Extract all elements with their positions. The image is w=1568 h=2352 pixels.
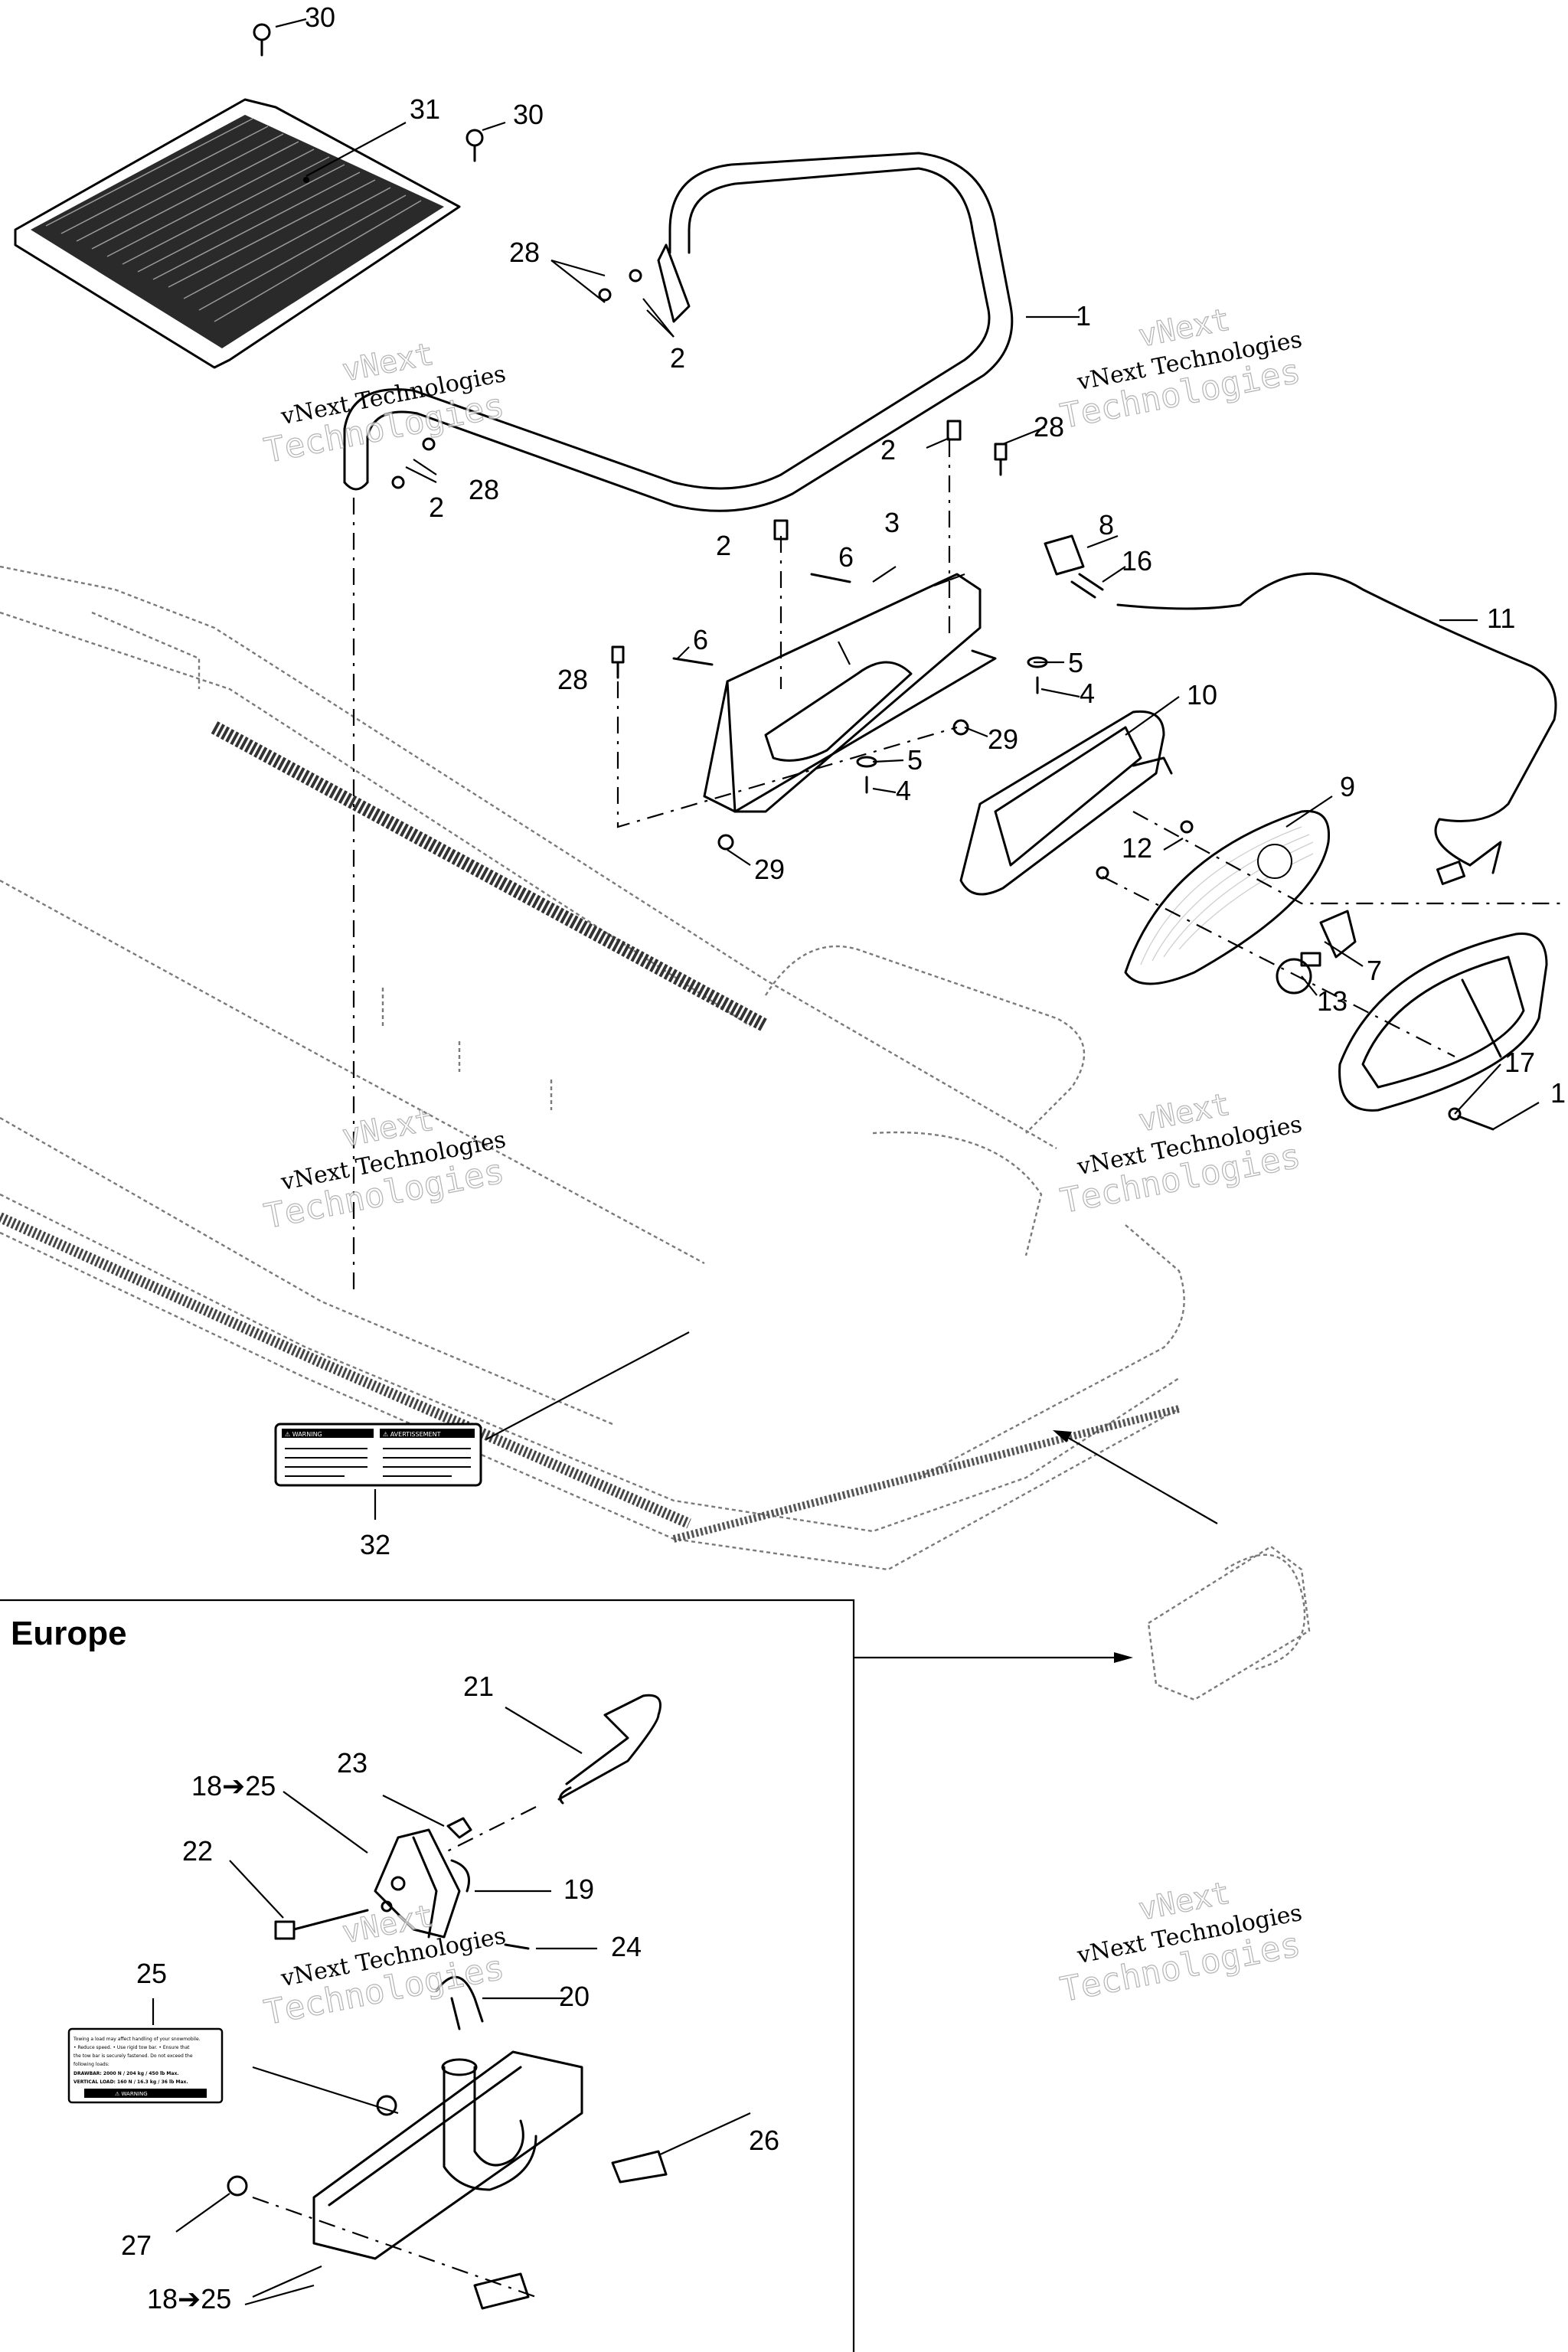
part-32-warning-label: ⚠ WARNING ⚠ AVERTISSEMENT (274, 1423, 482, 1487)
callout-5-lower: 5 (907, 744, 923, 776)
callout-26: 26 (749, 2125, 779, 2156)
callout-28-left: 28 (469, 474, 499, 505)
leader-lines (152, 18, 1540, 2306)
callout-21: 21 (463, 1671, 494, 1702)
label25-line2: • Reduce speed. • Use rigid tow bar. • E… (74, 2045, 190, 2050)
inset-title: Europe (11, 1615, 127, 1652)
callout-2-mid: 2 (880, 434, 896, 466)
track-belt (0, 721, 1181, 1543)
callout-6-upper: 6 (838, 541, 854, 573)
label25-line4: following loads: (74, 2062, 109, 2067)
part-25-towing-label: Towing a load may affect handling of you… (67, 2027, 224, 2104)
callout-12: 12 (1122, 832, 1152, 864)
label25-line3: the tow bar is securely fastened. Do not… (74, 2053, 193, 2059)
callout-30-right: 30 (513, 99, 544, 130)
callout-29-upper: 29 (988, 724, 1018, 755)
callout-3: 3 (884, 507, 900, 538)
callout-2-left: 2 (429, 492, 444, 523)
callout-1: 1 (1076, 300, 1091, 332)
callout-7: 7 (1367, 955, 1382, 986)
callout-19: 19 (564, 1873, 594, 1905)
callout-11: 11 (1487, 603, 1515, 634)
part-13-bulb (1276, 952, 1321, 995)
callout-5-upper: 5 (1068, 647, 1083, 678)
fasteners (253, 23, 1494, 1131)
part-31-mat (14, 98, 461, 369)
callout-22: 22 (182, 1835, 213, 1867)
callout-16: 16 (1122, 545, 1152, 577)
part-11-wiring-harness (1116, 572, 1557, 886)
callout-18to25-lower: 18➔25 (147, 2283, 231, 2314)
callout-20: 20 (559, 1981, 590, 2012)
callout-18to25-upper: 18➔25 (191, 1770, 276, 1802)
callout-2-lower: 2 (716, 530, 731, 561)
callout-28-lower: 28 (557, 664, 588, 695)
part-8-connector (1044, 534, 1085, 576)
callout-13: 13 (1317, 985, 1348, 1017)
callout-29-lower: 29 (754, 854, 785, 885)
hitch-overview (1147, 1545, 1311, 1701)
tunnel-outline (0, 565, 1185, 1571)
callout-1-lower: 1 (1550, 1077, 1566, 1109)
callout-10: 10 (1187, 679, 1217, 710)
callout-28-mid: 28 (1034, 411, 1064, 443)
part-3-taillight-bracket (703, 573, 997, 813)
callout-6-lower: 6 (693, 624, 708, 655)
label25-line6: VERTICAL LOAD: 160 N / 16.3 kg / 36 lb M… (74, 2079, 188, 2085)
part-9-taillight-reflector (1124, 810, 1331, 985)
label25-line5: DRAWBAR: 2000 N / 204 kg / 450 lb Max. (74, 2071, 179, 2076)
callout-4-lower: 4 (896, 775, 911, 806)
europe-inset: Europe Towing a load may affect handling… (0, 1599, 855, 2352)
part-17-taillight-lens (1338, 933, 1548, 1112)
part-1-rear-bumper (343, 152, 1014, 512)
callout-24: 24 (611, 1931, 642, 1962)
callout-25: 25 (136, 1958, 167, 1989)
part-16-terminals (1070, 573, 1104, 599)
callout-8: 8 (1099, 509, 1114, 541)
label32-header-left: ⚠ WARNING (285, 1431, 322, 1438)
label32-header-right: ⚠ AVERTISSEMENT (383, 1431, 441, 1438)
part-10-taillight-housing (959, 710, 1173, 896)
callout-31: 31 (410, 93, 440, 125)
callout-17: 17 (1504, 1047, 1535, 1078)
callout-28-upper: 28 (509, 237, 540, 268)
callout-2-upper: 2 (670, 342, 685, 374)
callout-30-top: 30 (305, 2, 335, 33)
callout-4-upper: 4 (1080, 678, 1095, 709)
alignment-lines (252, 440, 1562, 2298)
callouts: 30 31 30 28 2 1 2 28 28 2 2 3 8 6 16 11 … (121, 2, 1566, 2314)
callout-9: 9 (1340, 771, 1355, 802)
callout-27: 27 (121, 2230, 152, 2261)
label25-footer: ⚠ WARNING (115, 2091, 148, 2097)
callout-23: 23 (337, 1747, 368, 1779)
callout-32: 32 (360, 1529, 390, 1560)
label25-line1: Towing a load may affect handling of you… (73, 2037, 201, 2042)
